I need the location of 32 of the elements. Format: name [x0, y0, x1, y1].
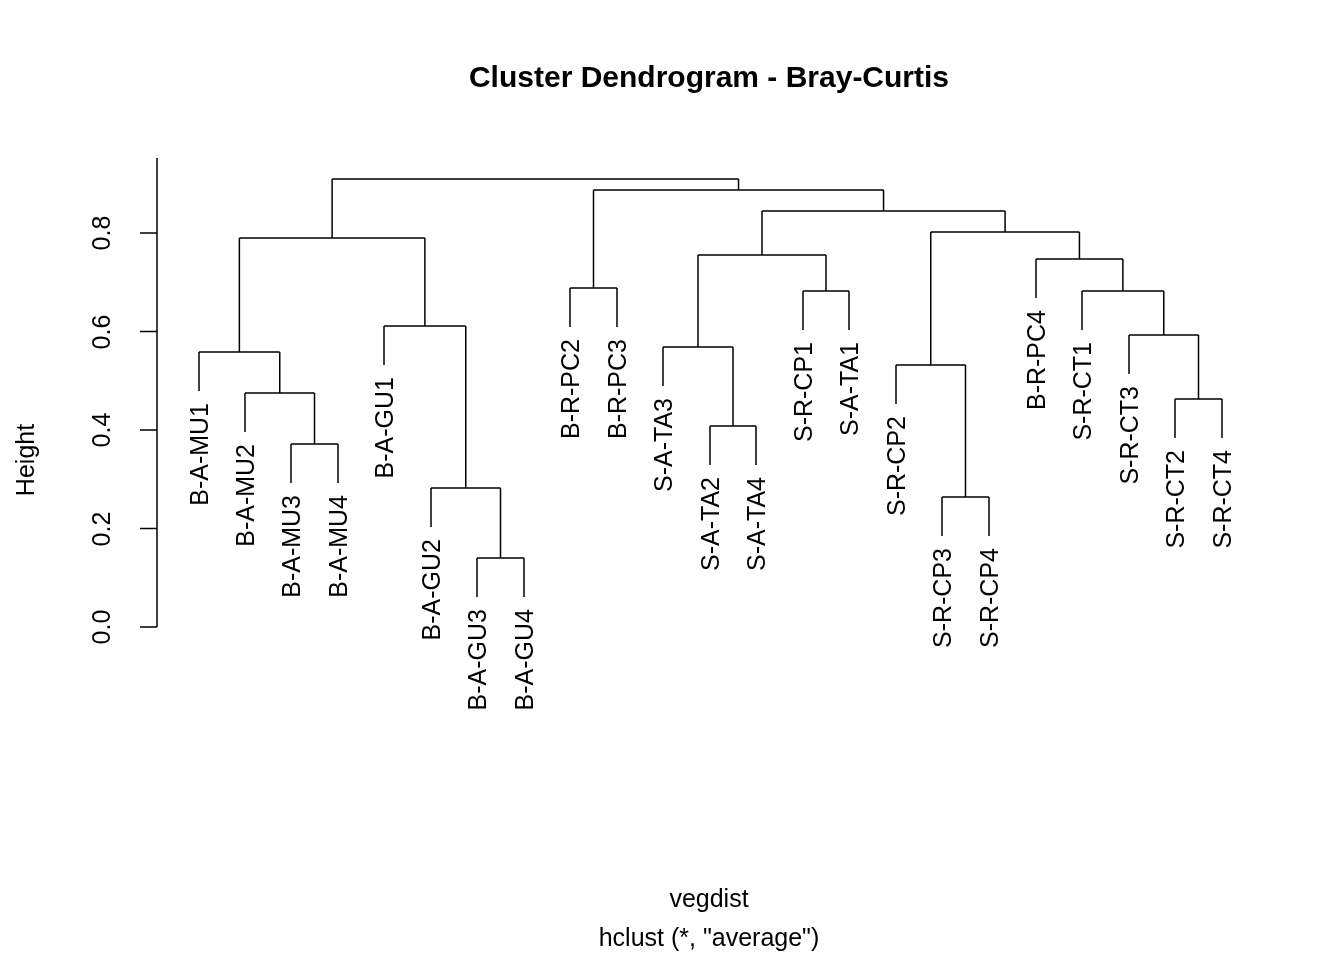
leaf-label: S-R-CT4	[1209, 450, 1235, 549]
leaf-label: B-A-MU1	[186, 403, 212, 506]
leaf-label: S-A-TA4	[743, 477, 769, 571]
chart-title: Cluster Dendrogram - Bray-Curtis	[468, 62, 950, 92]
tick-label: 0.6	[88, 314, 114, 349]
leaf-label: S-R-CP2	[883, 416, 909, 516]
leaf-label: S-R-CT3	[1116, 386, 1142, 485]
leaf-label: S-R-CP1	[790, 342, 816, 442]
leaf-label: S-R-CT2	[1162, 450, 1188, 549]
leaf-label: B-A-MU3	[278, 495, 304, 598]
leaf-label: S-R-CT1	[1069, 342, 1095, 441]
tick-label: 0.2	[88, 511, 114, 546]
leaf-label: B-A-MU2	[232, 444, 258, 547]
tick-label: 0.8	[88, 215, 114, 251]
leaf-label: B-A-GU4	[511, 609, 537, 711]
leaf-label: B-R-PC4	[1023, 310, 1049, 410]
leaf-label: S-R-CP4	[976, 548, 1002, 648]
tick-label: 0.0	[88, 609, 114, 645]
axis-title: Height	[12, 423, 38, 497]
caption: hclust (*, "average")	[598, 925, 820, 950]
axis-title: vegdist	[669, 886, 749, 911]
leaf-label: S-A-TA2	[697, 477, 723, 571]
leaf-label: B-R-PC3	[604, 339, 630, 439]
leaf-label: B-R-PC2	[557, 339, 583, 439]
tick-label: 0.4	[88, 412, 114, 448]
leaf-label: B-A-GU2	[418, 539, 444, 641]
leaf-label: B-A-MU4	[325, 495, 351, 598]
leaf-label: S-A-TA1	[836, 342, 862, 436]
leaf-label: S-R-CP3	[929, 548, 955, 648]
leaf-label: S-A-TA3	[650, 398, 676, 492]
leaf-label: B-A-GU3	[464, 609, 490, 711]
leaf-label: B-A-GU1	[371, 377, 397, 479]
